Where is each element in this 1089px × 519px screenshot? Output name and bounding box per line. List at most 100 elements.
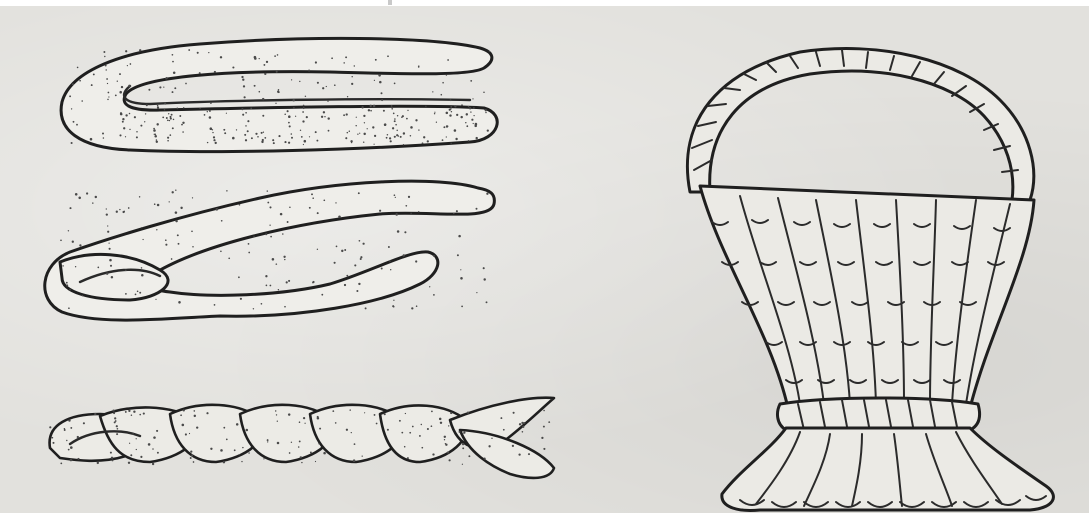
speckle-dot xyxy=(315,61,317,63)
speckle-dot xyxy=(351,432,352,433)
speckle-dot xyxy=(543,426,545,428)
speckle-dot xyxy=(120,113,123,116)
speckle-dot xyxy=(387,134,389,136)
speckle-dot xyxy=(244,96,246,98)
speckle-dot xyxy=(319,428,321,430)
speckle-dot xyxy=(412,426,414,428)
speckle-dot xyxy=(379,81,382,84)
speckle-dot xyxy=(263,64,265,66)
speckle-dot xyxy=(125,293,127,295)
speckle-dot xyxy=(79,244,81,246)
speckle-dot xyxy=(470,80,472,82)
speckle-dot xyxy=(248,452,250,454)
speckle-dot xyxy=(403,254,405,256)
speckle-dot xyxy=(232,66,234,68)
speckle-dot xyxy=(172,127,174,129)
speckle-dot xyxy=(107,83,108,84)
speckle-dot xyxy=(541,437,543,439)
speckle-dot xyxy=(180,414,182,416)
speckle-dot xyxy=(239,204,241,206)
speckle-dot xyxy=(416,305,418,307)
speckle-dot xyxy=(276,263,278,265)
speckle-dot xyxy=(289,452,291,454)
speckle-dot xyxy=(264,137,266,139)
speckle-dot xyxy=(300,456,302,458)
speckle-dot xyxy=(107,99,109,101)
speckle-dot xyxy=(112,409,114,411)
speckle-dot xyxy=(141,267,143,269)
speckle-dot xyxy=(133,410,135,412)
speckle-dot xyxy=(275,410,276,411)
speckle-dot xyxy=(391,108,393,110)
speckle-dot xyxy=(72,83,74,85)
speckle-dot xyxy=(76,124,78,126)
speckle-dot xyxy=(395,197,396,198)
speckle-dot xyxy=(431,411,433,413)
speckle-dot xyxy=(381,268,383,270)
speckle-dot xyxy=(473,123,474,124)
speckle-dot xyxy=(395,124,397,126)
speckle-dot xyxy=(410,135,412,137)
speckle-dot xyxy=(104,56,105,57)
speckle-dot xyxy=(489,51,490,52)
speckle-dot xyxy=(136,438,137,439)
speckle-dot xyxy=(71,142,73,144)
twisted-dough-rope-icon xyxy=(50,398,554,478)
speckle-dot xyxy=(210,127,213,130)
speckle-dot xyxy=(288,142,290,144)
speckle-dot xyxy=(304,423,305,424)
speckle-dot xyxy=(394,136,396,138)
speckle-dot xyxy=(262,139,264,141)
speckle-dot xyxy=(270,236,272,238)
speckle-dot xyxy=(328,130,330,132)
speckle-dot xyxy=(335,202,336,203)
speckle-dot xyxy=(117,428,119,430)
speckle-dot xyxy=(108,96,109,97)
speckle-dot xyxy=(518,453,520,455)
speckle-dot xyxy=(60,463,62,465)
speckle-dot xyxy=(446,136,447,137)
speckle-dot xyxy=(171,114,173,116)
speckle-dot xyxy=(139,49,141,51)
speckle-dot xyxy=(185,83,187,85)
speckle-dot xyxy=(523,422,525,424)
speckle-dot xyxy=(513,412,515,414)
speckle-dot xyxy=(344,284,346,286)
speckle-dot xyxy=(443,126,445,128)
speckle-dot xyxy=(169,201,170,202)
speckle-dot xyxy=(332,410,334,412)
speckle-dot xyxy=(349,409,350,410)
speckle-dot xyxy=(95,196,97,198)
speckle-dot xyxy=(213,136,215,138)
speckle-dot xyxy=(462,447,464,449)
speckle-dot xyxy=(183,409,185,411)
speckle-dot xyxy=(191,230,193,232)
speckle-dot xyxy=(432,453,434,455)
speckle-dot xyxy=(83,422,85,424)
speckle-dot xyxy=(110,452,112,454)
speckle-dot xyxy=(157,106,159,108)
speckle-dot xyxy=(284,259,285,260)
speckle-dot xyxy=(323,199,325,201)
speckle-dot xyxy=(346,113,348,115)
speckle-dot xyxy=(383,110,385,112)
speckle-dot xyxy=(278,289,279,290)
speckle-dot xyxy=(114,417,116,419)
speckle-dot xyxy=(303,417,305,419)
speckle-dot xyxy=(462,464,463,465)
speckle-dot xyxy=(442,82,444,84)
speckle-dot xyxy=(52,437,54,439)
speckle-dot xyxy=(223,461,225,463)
speckle-dot xyxy=(369,105,371,107)
speckle-dot xyxy=(396,130,397,131)
speckle-dot xyxy=(105,65,107,67)
speckle-dot xyxy=(156,430,158,432)
speckle-dot xyxy=(450,412,452,414)
speckle-dot xyxy=(356,117,357,118)
speckle-dot xyxy=(157,452,159,454)
speckle-dot xyxy=(298,446,300,448)
speckle-dot xyxy=(71,108,72,109)
speckle-dot xyxy=(370,110,372,112)
speckle-dot xyxy=(174,87,176,89)
speckle-dot xyxy=(75,266,76,267)
